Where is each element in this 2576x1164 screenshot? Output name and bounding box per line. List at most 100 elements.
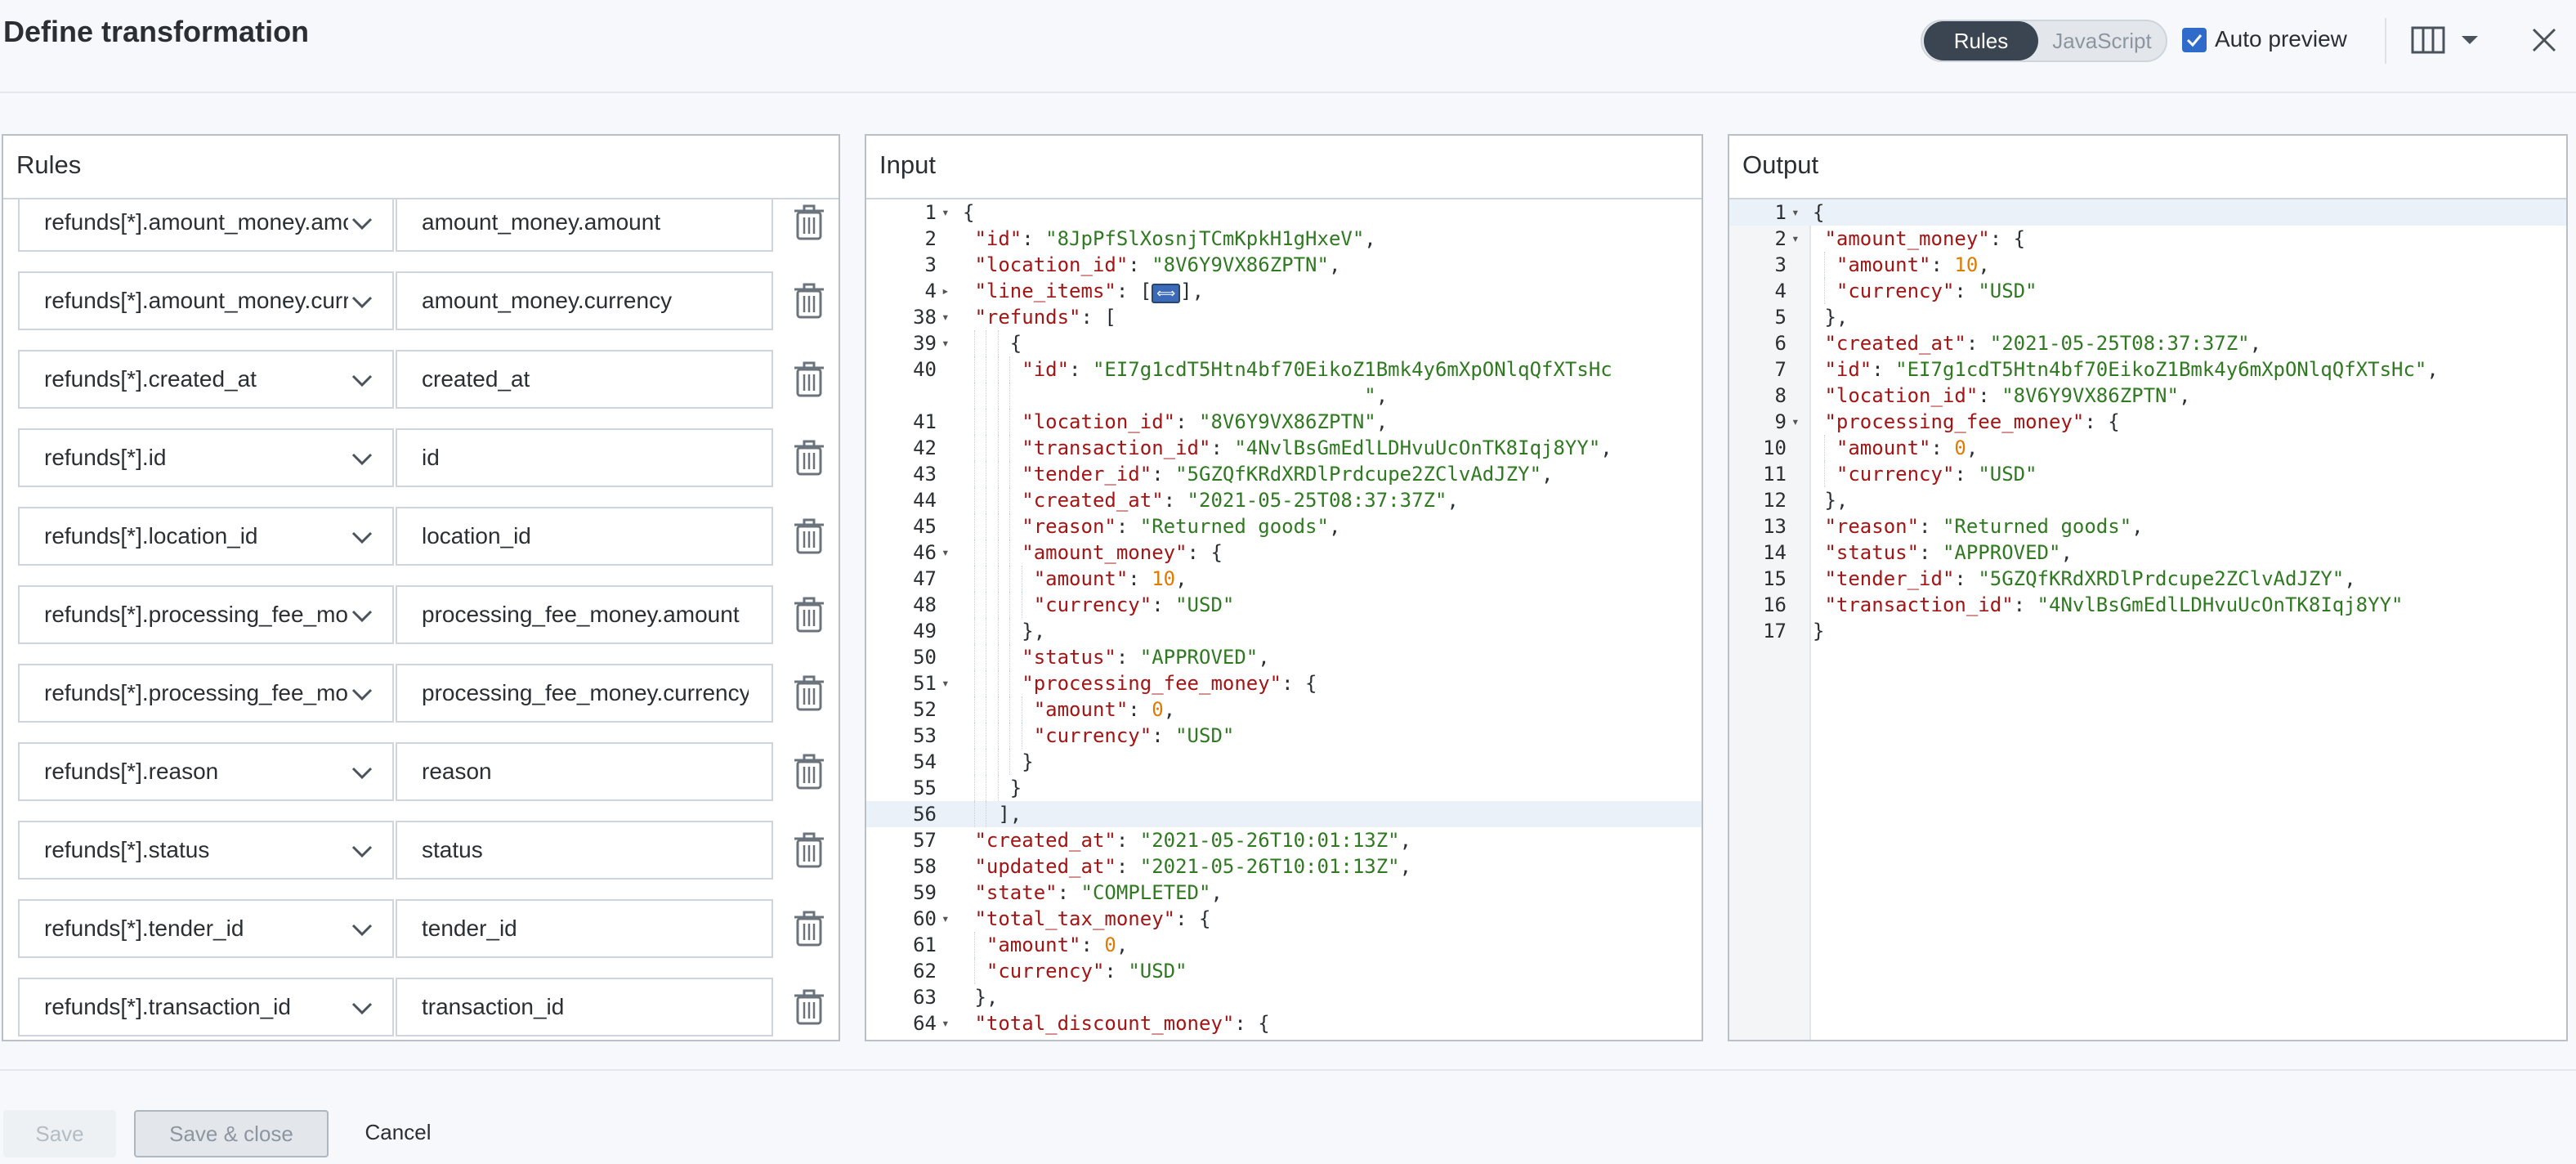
line-number: 14 xyxy=(1763,541,1787,564)
indent-guide xyxy=(997,592,999,618)
cancel-button[interactable]: Cancel xyxy=(364,1120,432,1144)
output-code-editor[interactable]: 1▾{2▾ "amount_money": {3 "amount": 10,4 … xyxy=(1729,199,2566,1040)
code-text: "status": "APPROVED", xyxy=(1022,646,1270,669)
code-text: } xyxy=(963,750,1034,773)
source-field-value: refunds[*].processing_fee_money.amount xyxy=(44,602,348,627)
trash-icon[interactable] xyxy=(793,518,825,554)
header-divider xyxy=(2385,18,2386,64)
input-code-editor[interactable]: 1▾{2 "id": "8JpPfSlXosnjTCmKpkH1gHxeV",3… xyxy=(866,199,1702,1040)
code-text: "amount": 10, xyxy=(1836,253,1990,276)
target-field-input[interactable]: location_id xyxy=(396,507,773,566)
code-text: "currency": "USD" xyxy=(1836,463,2037,486)
fold-open-icon[interactable]: ▾ xyxy=(941,675,950,691)
code-text: "created_at": "2021-05-26T10:01:13Z", xyxy=(974,829,1412,852)
source-field-value: refunds[*].created_at xyxy=(44,366,257,392)
indent-guide xyxy=(974,958,975,984)
fold-open-icon[interactable]: ▾ xyxy=(941,335,950,351)
trash-icon[interactable] xyxy=(793,597,825,633)
fold-closed-icon[interactable]: ▸ xyxy=(941,283,950,298)
trash-icon[interactable] xyxy=(793,754,825,790)
layout-menu-button[interactable] xyxy=(2411,23,2488,57)
mode-rules-option[interactable]: Rules xyxy=(1924,21,2038,60)
source-field-select[interactable]: refunds[*].transaction_id xyxy=(18,978,394,1036)
code-line: 43 "tender_id": "5GZQfKRdXRDlPrdcupe2ZCl… xyxy=(866,461,1702,487)
code-text: "refunds": [ xyxy=(974,306,1116,329)
code-line: 2▾ "amount_money": { xyxy=(1729,226,2566,252)
source-field-select[interactable]: refunds[*].amount_money.currency xyxy=(18,271,394,330)
source-field-select[interactable]: refunds[*].tender_id xyxy=(18,899,394,958)
trash-icon[interactable] xyxy=(793,204,825,240)
line-number: 51 xyxy=(913,672,937,695)
code-text: "reason": "Returned goods", xyxy=(1022,515,1341,538)
target-field-value: reason xyxy=(422,759,492,784)
target-field-input[interactable]: amount_money.amount xyxy=(396,199,773,252)
auto-preview-label[interactable]: Auto preview xyxy=(2215,26,2347,51)
line-number: 40 xyxy=(913,358,937,381)
line-number: 56 xyxy=(913,803,937,826)
target-field-input[interactable]: amount_money.currency xyxy=(396,271,773,330)
code-text: "amount_money": { xyxy=(1824,227,2026,250)
code-line: 63 }, xyxy=(866,984,1702,1010)
source-field-select[interactable]: refunds[*].location_id xyxy=(18,507,394,566)
indent-guide xyxy=(1824,435,1825,461)
fold-open-icon[interactable]: ▾ xyxy=(1791,231,1800,246)
target-field-input[interactable]: processing_fee_money.currency xyxy=(396,664,773,723)
indent-guide xyxy=(974,435,975,461)
target-field-input[interactable]: created_at xyxy=(396,350,773,409)
save-and-close-button[interactable]: Save & close xyxy=(134,1110,329,1157)
trash-icon[interactable] xyxy=(793,675,825,711)
line-number: 7 xyxy=(1774,358,1787,381)
trash-icon[interactable] xyxy=(793,832,825,868)
target-field-input[interactable]: transaction_id xyxy=(396,978,773,1036)
indent-guide xyxy=(1009,644,1011,670)
indent-guide xyxy=(997,330,999,356)
trash-icon[interactable] xyxy=(793,283,825,319)
indent-guide xyxy=(974,487,975,513)
rules-list[interactable]: refunds[*].amount_money.amountamount_mon… xyxy=(3,199,839,1040)
trash-icon[interactable] xyxy=(793,989,825,1025)
close-button[interactable] xyxy=(2525,21,2563,59)
source-field-select[interactable]: refunds[*].created_at xyxy=(18,350,394,409)
target-field-input[interactable]: status xyxy=(396,821,773,880)
code-text: "created_at": "2021-05-25T08:37:37Z", xyxy=(1824,332,2262,355)
fold-open-icon[interactable]: ▾ xyxy=(941,204,950,220)
indent-guide xyxy=(997,644,999,670)
source-field-select[interactable]: refunds[*].reason xyxy=(18,742,394,801)
fold-open-icon[interactable]: ▾ xyxy=(941,911,950,926)
target-field-input[interactable]: processing_fee_money.amount xyxy=(396,585,773,644)
fold-open-icon[interactable]: ▾ xyxy=(941,544,950,560)
target-field-input[interactable]: tender_id xyxy=(396,899,773,958)
line-number: 9 xyxy=(1774,410,1787,433)
code-line: 46▾ "amount_money": { xyxy=(866,539,1702,566)
code-text: }, xyxy=(1813,489,1849,512)
code-line: 5 }, xyxy=(1729,304,2566,330)
target-field-input[interactable]: reason xyxy=(396,742,773,801)
target-field-input[interactable]: id xyxy=(396,428,773,487)
line-number: 1 xyxy=(924,201,937,224)
trash-icon[interactable] xyxy=(793,911,825,947)
fold-open-icon[interactable]: ▾ xyxy=(941,1015,950,1031)
save-button[interactable]: Save xyxy=(3,1110,116,1157)
trash-icon[interactable] xyxy=(793,440,825,476)
code-text: "status": "APPROVED", xyxy=(1824,541,2073,564)
line-number: 48 xyxy=(913,593,937,616)
mode-toggle[interactable]: Rules JavaScript xyxy=(1921,20,2167,62)
collapsed-placeholder[interactable]: ⟺ xyxy=(1152,284,1181,303)
fold-open-icon[interactable]: ▾ xyxy=(1791,204,1800,220)
source-field-select[interactable]: refunds[*].processing_fee_money.currency xyxy=(18,664,394,723)
code-line: 47 "amount": 10, xyxy=(866,566,1702,592)
fold-open-icon[interactable]: ▾ xyxy=(941,309,950,325)
code-text: "amount": 0, xyxy=(1033,698,1176,721)
source-field-select[interactable]: refunds[*].amount_money.amount xyxy=(18,199,394,252)
mode-javascript-option[interactable]: JavaScript xyxy=(2052,29,2152,53)
fold-open-icon[interactable]: ▾ xyxy=(1791,414,1800,429)
indent-guide xyxy=(1009,592,1011,618)
trash-icon[interactable] xyxy=(793,361,825,397)
code-text: "transaction_id": "4NvlBsGmEdlLDHvuUcOnT… xyxy=(1824,593,2404,616)
source-field-select[interactable]: refunds[*].processing_fee_money.amount xyxy=(18,585,394,644)
source-field-select[interactable]: refunds[*].id xyxy=(18,428,394,487)
source-field-select[interactable]: refunds[*].status xyxy=(18,821,394,880)
indent-guide xyxy=(1824,278,1825,304)
auto-preview-checkbox[interactable] xyxy=(2182,28,2207,52)
